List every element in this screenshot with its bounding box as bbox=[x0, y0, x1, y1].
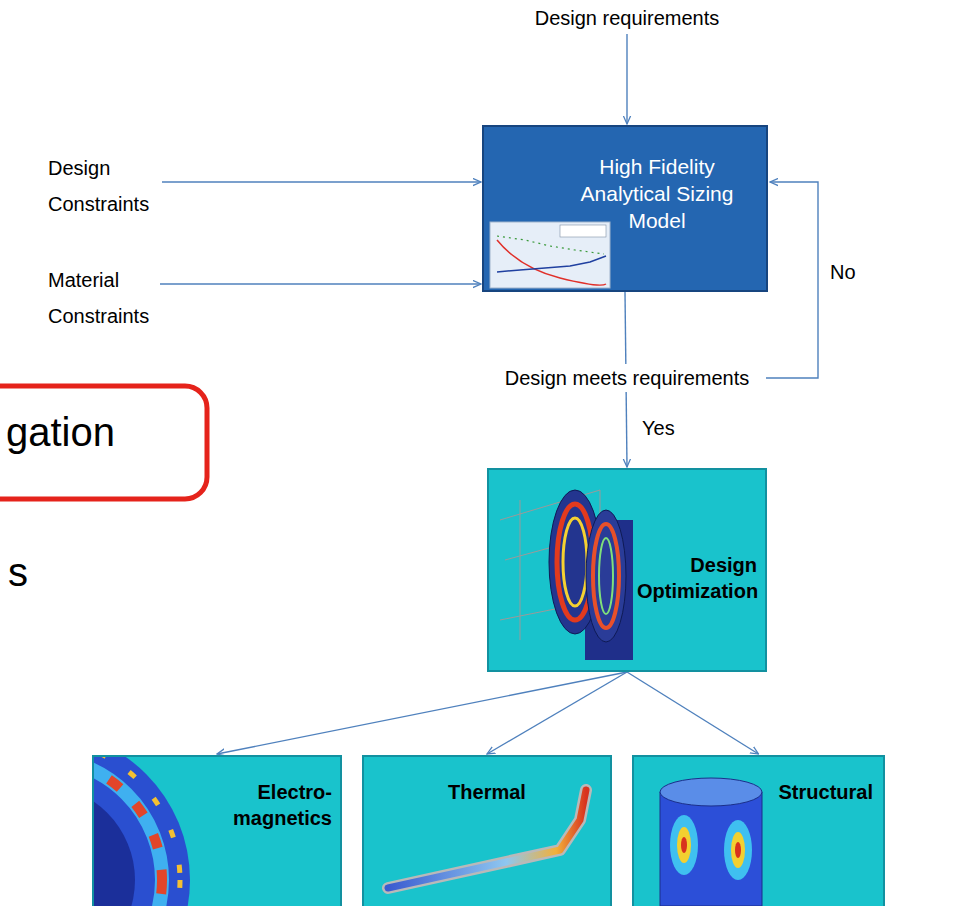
field-ring bbox=[94, 758, 162, 906]
field-ring bbox=[94, 757, 180, 906]
optimization-model bbox=[500, 490, 633, 660]
model-disc bbox=[586, 510, 626, 642]
box-title: Design Optimization bbox=[637, 552, 757, 604]
box-title: Structural bbox=[774, 779, 873, 805]
mode-shape bbox=[735, 842, 741, 858]
cylinder-body bbox=[660, 792, 762, 906]
input-arrow bbox=[162, 181, 481, 182]
flow-arrow bbox=[487, 672, 627, 754]
model-field bbox=[593, 524, 619, 628]
field-ring bbox=[94, 758, 162, 906]
box-title: Electro- magnetics bbox=[222, 779, 332, 831]
input-label: Material Constraints bbox=[48, 262, 160, 334]
fragment-label: s bbox=[8, 548, 48, 596]
input-label: Design requirements bbox=[487, 4, 767, 32]
decision-label: Design meets requirements bbox=[493, 364, 761, 392]
field-disc bbox=[94, 757, 190, 906]
chart-curve bbox=[497, 236, 604, 254]
flow-arrow bbox=[627, 672, 759, 754]
chart-legend bbox=[560, 225, 606, 237]
fragment-label: gation bbox=[6, 408, 196, 456]
bar-temperature bbox=[388, 790, 586, 888]
chart-curve bbox=[497, 256, 606, 272]
feedback-loop bbox=[766, 182, 818, 378]
input-arrow bbox=[160, 283, 481, 284]
input-arrow bbox=[626, 34, 627, 124]
cylinder-top bbox=[660, 778, 762, 806]
input-label: Design Constraints bbox=[48, 150, 160, 222]
mode-shape bbox=[724, 820, 752, 880]
model-field bbox=[563, 518, 587, 606]
callout-frame bbox=[0, 386, 207, 499]
wireframe bbox=[500, 490, 600, 640]
box-title: High Fidelity Analytical Sizing Model bbox=[556, 153, 758, 234]
field-core bbox=[94, 785, 135, 906]
flow-arrow bbox=[217, 672, 627, 754]
thermal-model bbox=[388, 790, 586, 888]
branch-label: No bbox=[830, 258, 880, 286]
branch-label: Yes bbox=[640, 414, 677, 442]
inset-chart bbox=[490, 222, 610, 288]
chart-frame bbox=[490, 222, 610, 288]
field-plot bbox=[94, 757, 190, 906]
structural-model bbox=[660, 778, 762, 906]
mode-shape bbox=[677, 827, 691, 863]
mode-shape bbox=[681, 837, 687, 853]
model-field bbox=[599, 538, 613, 614]
mode-shape bbox=[670, 815, 698, 875]
mode-shape bbox=[731, 832, 745, 868]
bar-outline bbox=[388, 790, 586, 888]
box-title: Thermal bbox=[372, 779, 602, 805]
